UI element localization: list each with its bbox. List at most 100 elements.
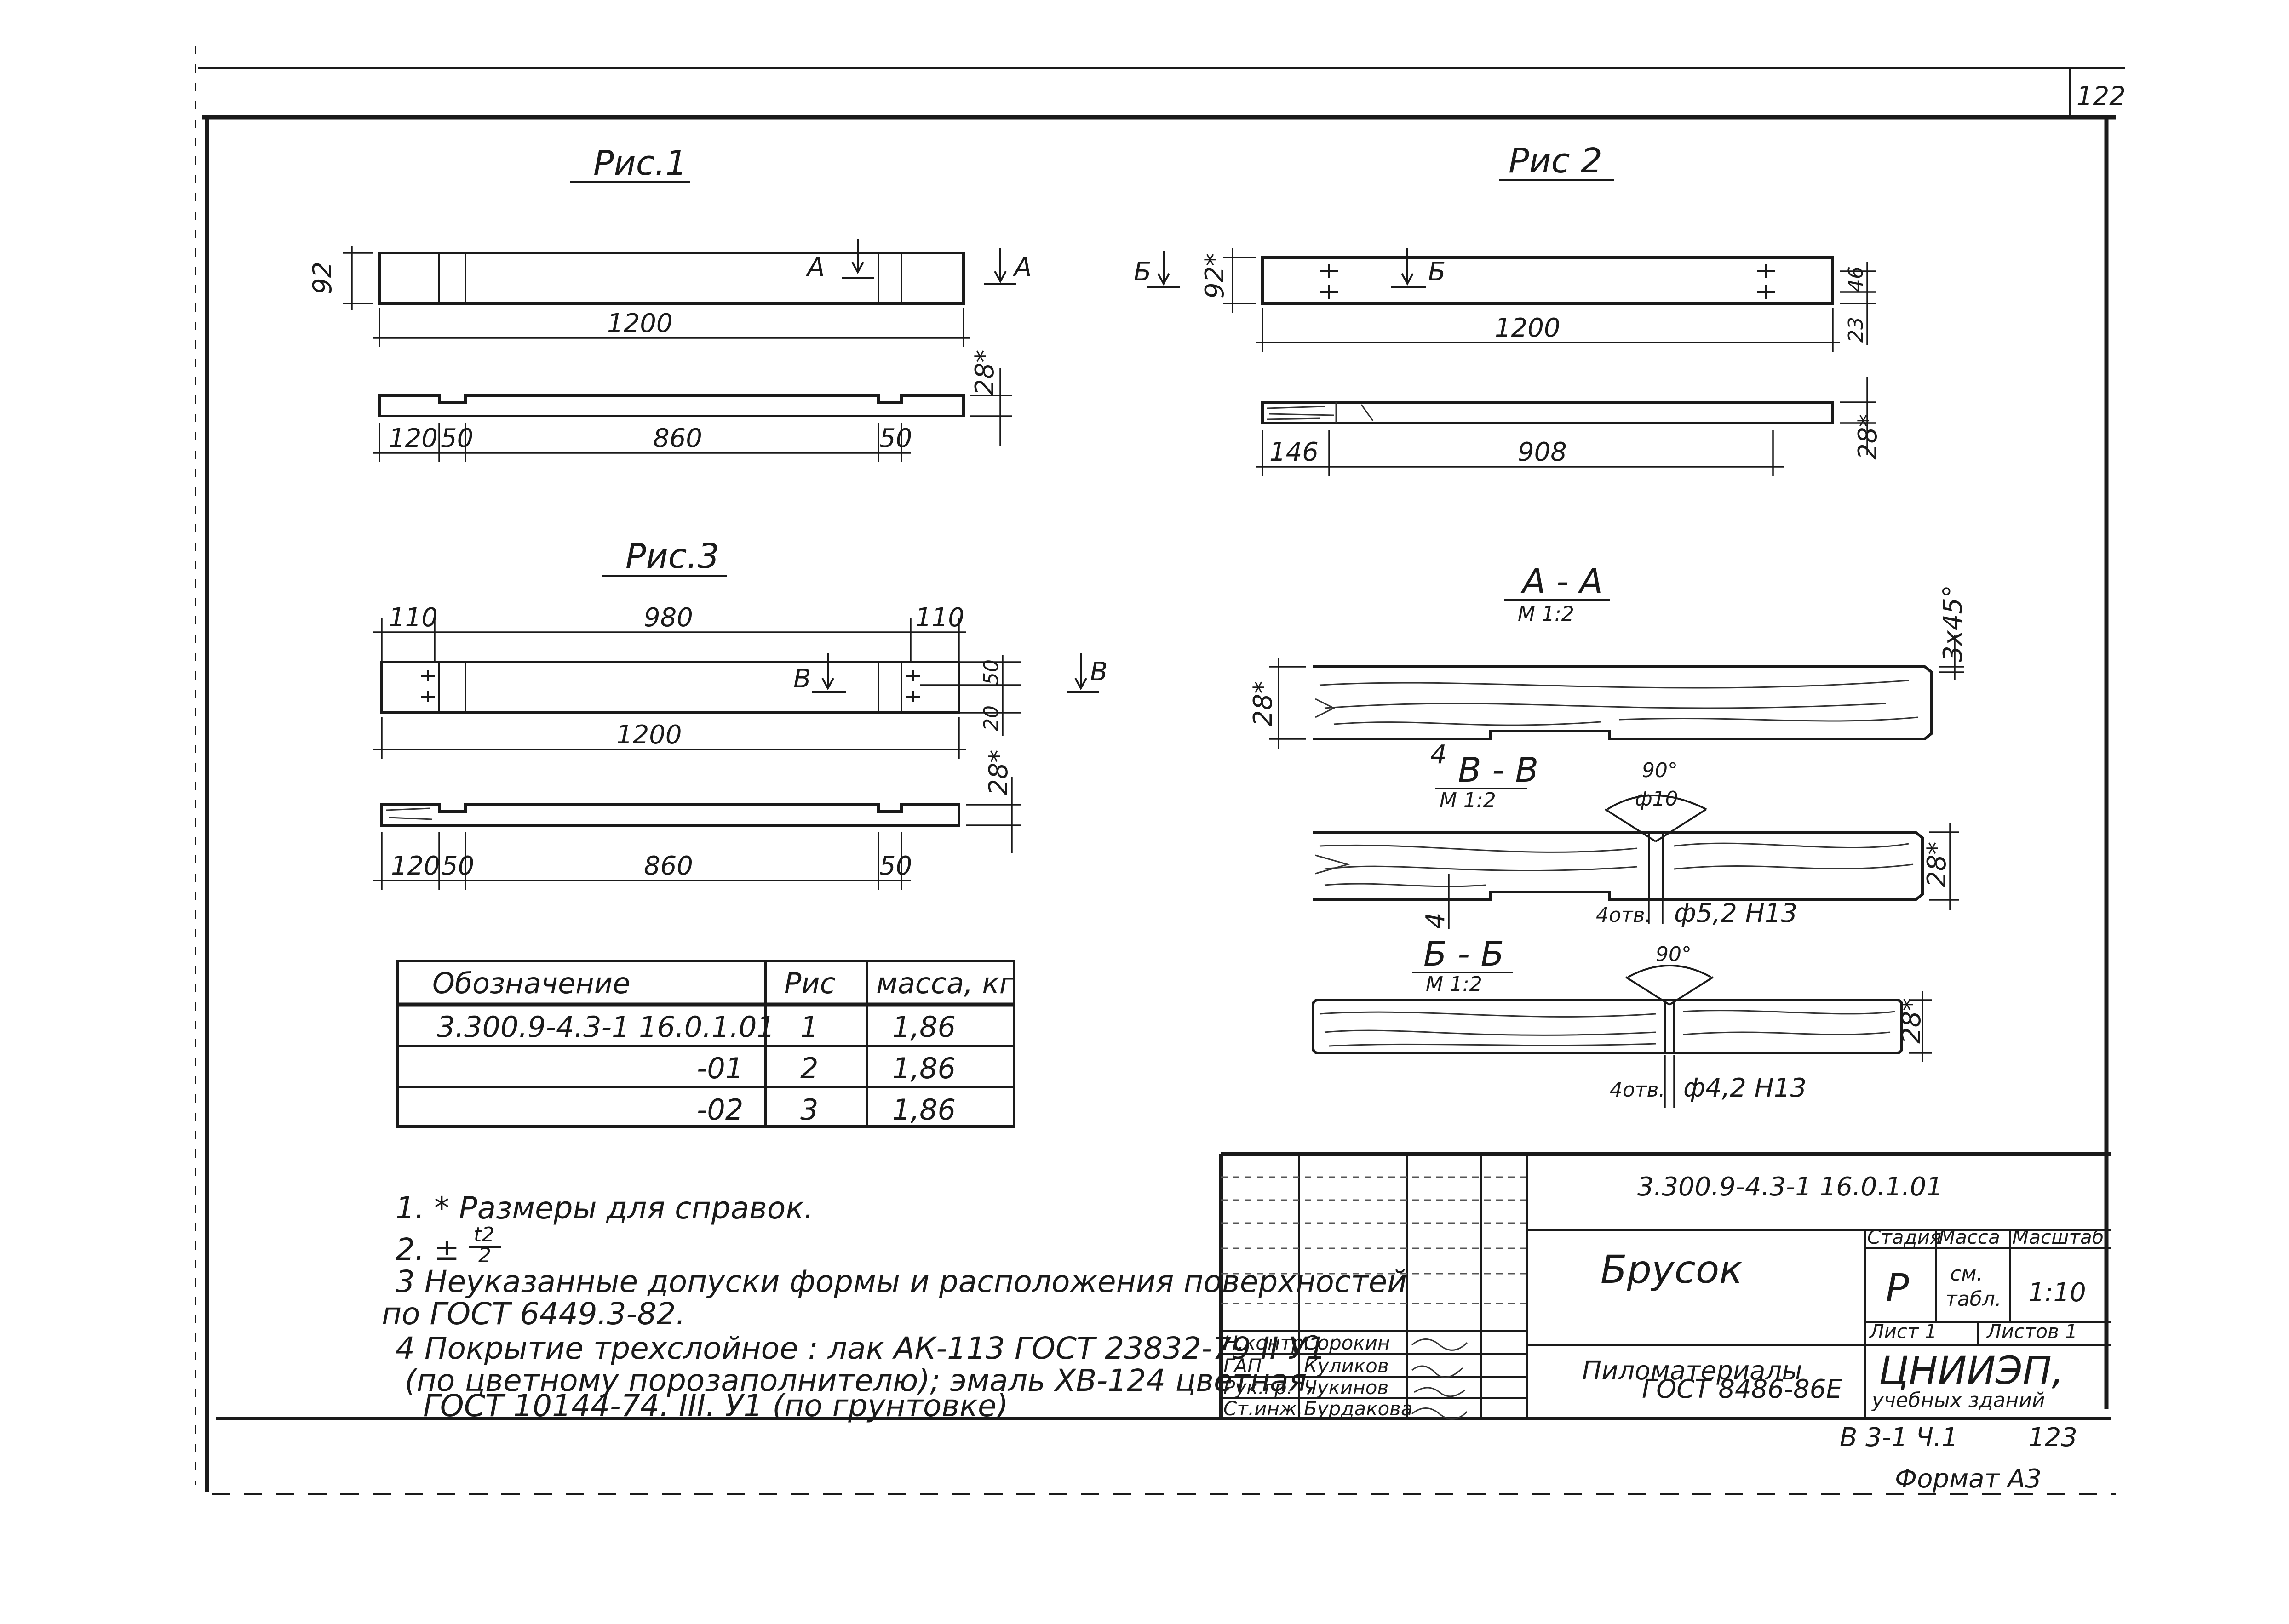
- section-vv: В - В М 1:2 90° ф10 28* 4 4отв. ф5,2 Н13: [1313, 750, 1959, 929]
- section-aa-scale: М 1:2: [1518, 602, 1574, 626]
- title-block-designation: 3.300.9-4.3-1 16.0.1.01: [1637, 1172, 1943, 1202]
- fig1-section-marker-2: A: [1013, 252, 1032, 282]
- organization-line-2: учебных зданий: [1871, 1389, 2045, 1412]
- scale-label: Масштаб: [2012, 1226, 2104, 1248]
- fig2-thickness: 28*: [1853, 414, 1883, 460]
- fig2-hole-spacing: 46: [1844, 266, 1868, 292]
- sheets-label: Листов 1: [1986, 1320, 2077, 1343]
- fig3-dim-b: 50: [442, 851, 474, 881]
- fig1-dim-d: 50: [879, 423, 912, 453]
- page-number: 123: [2028, 1423, 2077, 1452]
- sheet-frame: [195, 46, 2125, 1495]
- section-aa-chamfer: 3х45°: [1938, 585, 1968, 662]
- section-aa-thickness: 28*: [1248, 681, 1278, 726]
- title-block-name: Брусок: [1601, 1247, 1743, 1292]
- table-row-2-designation: -01: [697, 1052, 743, 1085]
- table-row-1-figure: 1: [800, 1010, 818, 1044]
- name-1: Сорокин: [1304, 1332, 1390, 1354]
- scale-value: 1:10: [2028, 1278, 2086, 1308]
- fig2-section-marker: Б: [1428, 257, 1446, 287]
- fig1-height: 92: [308, 262, 338, 294]
- table-row-3-designation: -02: [697, 1093, 743, 1127]
- organization-line-1: ЦНИИЭП,: [1879, 1348, 2064, 1393]
- mass-table: Обозначение Рис масса, кг 3.300.9-4.3-1 …: [396, 960, 1015, 1128]
- fig3-dim-right-2: 20: [980, 705, 1003, 731]
- fig3-section-marker: В: [793, 664, 811, 694]
- fig3-length: 1200: [616, 720, 682, 750]
- material-line-1: Пиломатериалы: [1582, 1356, 1802, 1386]
- note-4-cont-1: (по цветному порозаполнителю); эмаль ХВ-…: [405, 1363, 1316, 1398]
- mass-value-2: табл.: [1945, 1287, 2002, 1311]
- name-3: Чукинов: [1304, 1376, 1388, 1399]
- fig1-length: 1200: [607, 309, 673, 338]
- name-2: Куликов: [1304, 1355, 1389, 1377]
- section-vv-hole-dia: ф5,2 Н13: [1674, 898, 1797, 928]
- mass-table-header-figure: Рис: [784, 966, 836, 1000]
- stage-label: Стадия: [1867, 1226, 1941, 1248]
- section-bb-angle: 90°: [1656, 943, 1692, 966]
- section-aa: А - А М 1:2 28* 3х45° 4: [1248, 562, 1968, 770]
- fig2-title: Рис 2: [1509, 141, 1602, 181]
- note-4: 4 Покрытие трехслойное : лак АК-113 ГОСТ…: [396, 1331, 1326, 1366]
- fig3-dim-c: 860: [644, 851, 693, 881]
- fig1-thickness: 28*: [970, 350, 1000, 395]
- fig1-dim-c: 860: [653, 423, 702, 453]
- note-3: 3 Неуказанные допуски формы и расположен…: [396, 1264, 1407, 1299]
- section-bb-thickness: 28*: [1897, 998, 1927, 1044]
- role-3: Рук.гр.: [1223, 1376, 1293, 1399]
- figure-3: Рис.3 110 980 110 В В 50 20: [373, 537, 1107, 890]
- section-vv-thickness: 28*: [1922, 842, 1952, 887]
- fig2-dim-a: 146: [1269, 437, 1319, 467]
- fig3-thickness: 28*: [984, 750, 1014, 795]
- section-bb-scale: М 1:2: [1426, 972, 1482, 996]
- section-vv-countersink: ф10: [1635, 787, 1678, 811]
- fig3-title: Рис.3: [625, 537, 719, 576]
- stage-value: Р: [1886, 1265, 1909, 1310]
- fig1-dim-b: 50: [441, 423, 473, 453]
- table-row-1-designation: 3.300.9-4.3-1 16.0.1.01: [437, 1010, 775, 1044]
- fig2-height: 92*: [1200, 253, 1230, 299]
- fig3-section-marker-2: В: [1090, 657, 1107, 687]
- fig3-dim-top-mid: 980: [644, 603, 693, 633]
- table-row-3-figure: 3: [800, 1093, 818, 1127]
- note-2-numerator: t2: [474, 1223, 494, 1247]
- mass-table-header-designation: Обозначение: [432, 966, 630, 1000]
- section-vv-holes: 4отв.: [1596, 903, 1651, 927]
- name-4: Бурдакова: [1304, 1397, 1413, 1420]
- material-line-2: ГОСТ 8486-86Е: [1642, 1374, 1842, 1404]
- section-aa-notch: 4: [1430, 740, 1447, 770]
- figure-2: Рис 2 Б Б 92* 46 23 1200: [1134, 141, 1883, 476]
- section-bb-hole-dia: ф4,2 Н13: [1683, 1073, 1807, 1103]
- title-block: 3.300.9-4.3-1 16.0.1.01 Брусок Стадия Ма…: [1219, 1152, 2111, 1494]
- fig2-dim-b: 908: [1518, 437, 1567, 467]
- fig1-section-marker: A: [806, 252, 825, 282]
- fig3-dim-right-1: 50: [980, 659, 1003, 685]
- fig1-dim-a: 120: [389, 423, 438, 453]
- section-vv-angle: 90°: [1642, 759, 1678, 782]
- note-2: 2. ±: [396, 1232, 459, 1267]
- sheet-label: Лист 1: [1869, 1320, 1937, 1343]
- role-1: Н.контр.: [1223, 1332, 1310, 1354]
- fig3-dim-top-right: 110: [915, 603, 964, 633]
- role-4: Ст.инж.: [1223, 1397, 1303, 1420]
- section-bb: Б - Б М 1:2 90° 28* 4отв. ф4,2 Н13: [1312, 934, 1932, 1108]
- mass-value-1: см.: [1950, 1262, 1983, 1286]
- fig2-edge: 23: [1844, 317, 1868, 343]
- note-4-cont-2: ГОСТ 10144-74. III. У1 (по грунтовке): [423, 1388, 1008, 1424]
- fig3-dim-a: 120: [391, 851, 440, 881]
- section-vv-scale: М 1:2: [1440, 789, 1496, 812]
- table-row-3-mass: 1,86: [892, 1093, 956, 1127]
- role-2: ГАП: [1223, 1355, 1262, 1377]
- section-vv-title: В - В: [1458, 750, 1538, 790]
- note-1: 1. * Размеры для справок.: [396, 1190, 814, 1226]
- table-row-2-figure: 2: [800, 1052, 818, 1085]
- section-bb-title: Б - Б: [1423, 934, 1504, 974]
- fig3-dim-top-left: 110: [389, 603, 438, 633]
- table-row-2-mass: 1,86: [892, 1052, 956, 1085]
- figure-1: Рис.1 A A 92 1200 28*: [308, 143, 1032, 462]
- mass-label: Масса: [1939, 1226, 2000, 1248]
- table-row-1-mass: 1,86: [892, 1010, 956, 1044]
- fig2-section-marker-2: Б: [1134, 257, 1151, 287]
